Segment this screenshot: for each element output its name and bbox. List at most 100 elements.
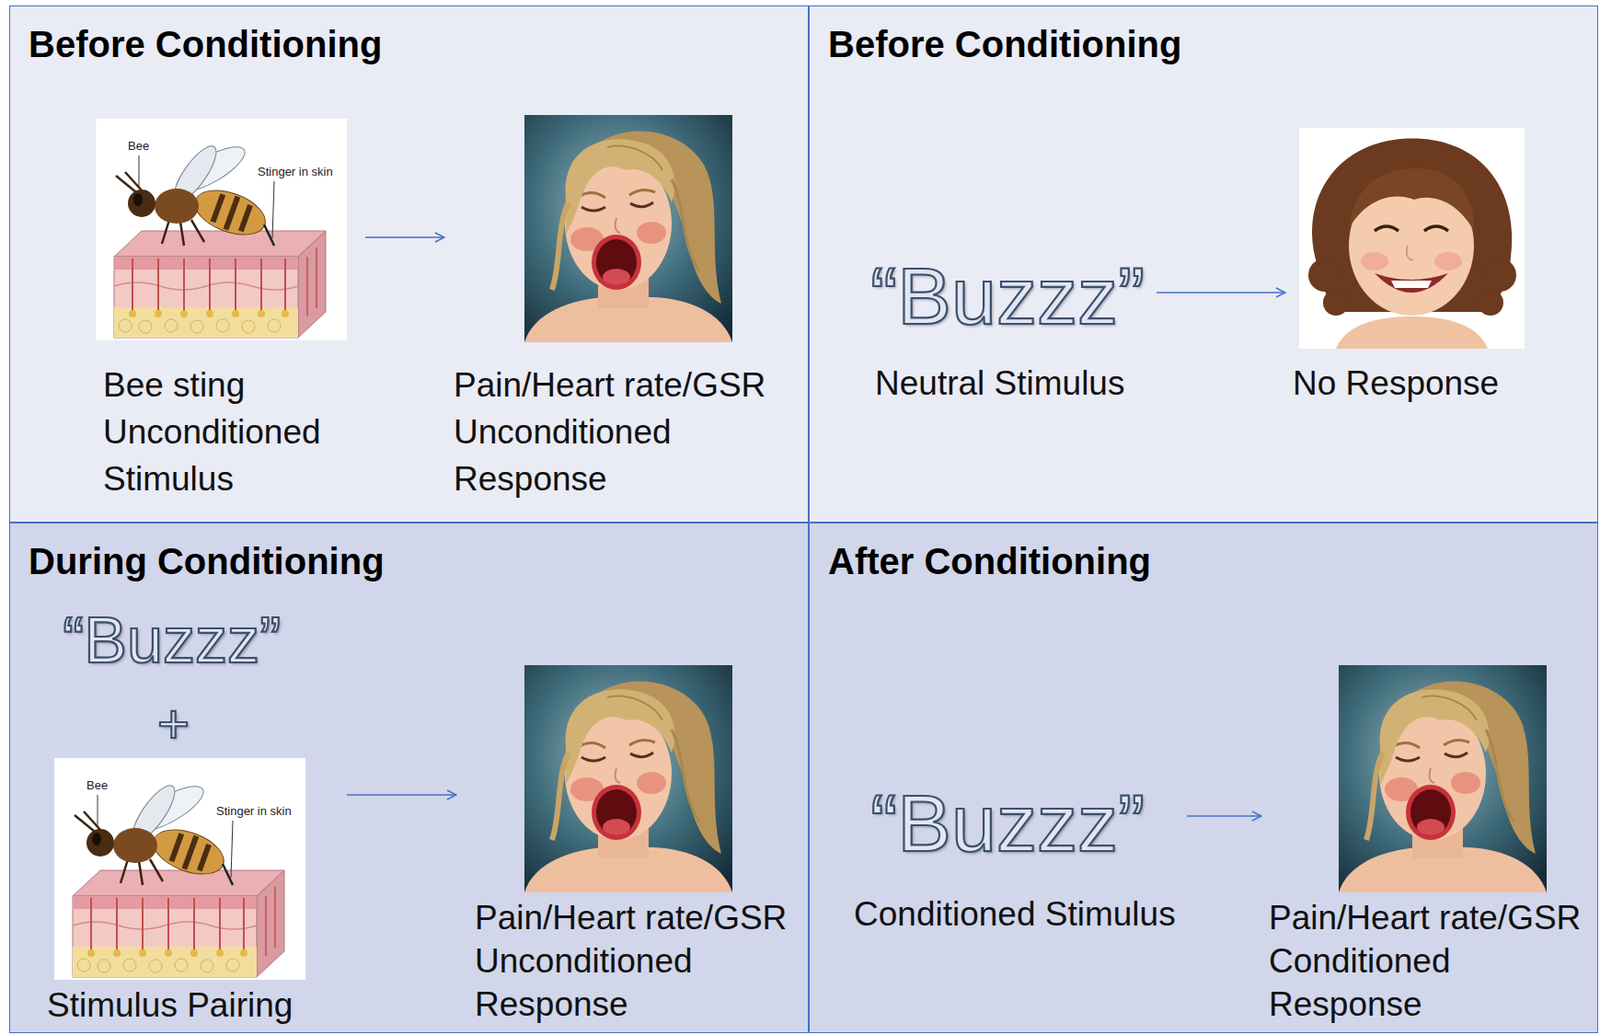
bee-sting-illustration-part bbox=[306, 256, 309, 317]
crying-child-picture-part bbox=[596, 239, 637, 286]
smiling-child-picture-part bbox=[1348, 168, 1474, 231]
bee-sting-illustration-part bbox=[315, 247, 318, 309]
bee-sting-illustration-part bbox=[164, 319, 178, 333]
bee-sting-illustration-part bbox=[133, 193, 143, 207]
crying-child-picture bbox=[524, 115, 733, 343]
conditioning-arrow bbox=[365, 236, 445, 239]
bee-sting-illustration-part bbox=[157, 258, 160, 312]
panel-ground-part bbox=[9, 5, 809, 523]
smiling-child-picture-part bbox=[1483, 258, 1517, 292]
bee-sting-illustration-part bbox=[131, 258, 134, 312]
bee-sting-illustration-part bbox=[184, 836, 196, 870]
crying-child-picture-part bbox=[1405, 784, 1456, 841]
buzz-sound: “Buzzz” bbox=[62, 608, 281, 673]
crying-child-picture-part bbox=[1443, 740, 1470, 746]
bee-sting-illustration-part bbox=[183, 258, 185, 312]
crying-child-picture-part bbox=[1444, 752, 1468, 758]
crying-child-picture-part bbox=[1338, 665, 1547, 893]
part-label: Bee bbox=[86, 778, 108, 793]
smiling-child-picture-part bbox=[1360, 252, 1389, 271]
bee-sting-illustration-part bbox=[74, 811, 163, 886]
bee-sting-illustration-part bbox=[149, 959, 162, 973]
response-box: Pain/Heart rate/GSR Conditioned Response bbox=[1268, 666, 1597, 1030]
response-caption: Pain/Heart rate/GSR Unconditioned Respon… bbox=[474, 896, 834, 1026]
bee-sting-illustration-part bbox=[188, 182, 272, 244]
smiling-child-picture-part bbox=[1391, 280, 1432, 288]
bee-sting-illustration-part bbox=[113, 828, 158, 864]
crying-child-picture-part bbox=[636, 221, 667, 244]
crying-child-picture-part bbox=[1366, 752, 1383, 841]
bee-sting-illustration-part bbox=[154, 310, 162, 318]
bee-sting-illustration-part bbox=[218, 897, 221, 952]
bee-sting-illustration-part bbox=[147, 821, 231, 884]
stage-panel: During Conditioning“Buzzz”+Stimulus Pair… bbox=[9, 522, 809, 1034]
bee-sting-illustration-part bbox=[174, 958, 188, 972]
bee-sting-illustration-part bbox=[114, 230, 326, 257]
bee-sting-illustration-part bbox=[77, 958, 240, 973]
bee-sting-illustration-part bbox=[127, 189, 156, 218]
bee-sting-illustration-part bbox=[225, 196, 238, 231]
bee-sting-illustration-part bbox=[257, 310, 265, 318]
bee-sting-illustration-part bbox=[265, 886, 276, 956]
bee-sting-illustration-part bbox=[267, 319, 281, 333]
crying-child-picture-part bbox=[615, 218, 621, 233]
bee-sting-illustration-part bbox=[114, 307, 299, 338]
response-box: No Response bbox=[1292, 128, 1530, 411]
stage-panel: Before Conditioning“Buzzz”Neutral Stimul… bbox=[808, 5, 1599, 523]
crying-child-picture-part bbox=[636, 771, 667, 795]
crying-child-picture-part bbox=[591, 234, 642, 290]
bee-sting-illustration-part bbox=[118, 319, 132, 333]
crying-child-picture-part bbox=[552, 202, 569, 290]
bee-sting-illustration-part bbox=[114, 282, 299, 290]
crying-child-picture-part bbox=[630, 752, 654, 758]
bee-sting-illustration-part bbox=[118, 319, 281, 334]
smiling-child-picture-part bbox=[1424, 226, 1449, 231]
bee-sting-illustration-part bbox=[128, 310, 137, 318]
bee-sting-illustration-part bbox=[231, 310, 240, 318]
smiling-child-picture-part bbox=[1374, 226, 1399, 231]
bee-sting-illustration-part bbox=[147, 821, 231, 884]
bee-sting-illustration-part bbox=[206, 310, 214, 318]
bee-sting-illustration-part bbox=[114, 256, 299, 338]
bee-sting-illustration-part bbox=[123, 958, 137, 972]
bee-sting-illustration-part bbox=[264, 896, 267, 956]
conditioning-arrow bbox=[1186, 815, 1262, 818]
smiling-child-picture-part bbox=[1299, 127, 1525, 349]
smiling-child-picture-part bbox=[1477, 289, 1504, 316]
smiling-child-picture-part bbox=[1323, 289, 1349, 316]
bee-sting-illustration-part bbox=[128, 310, 289, 318]
bee-sting-illustration-part bbox=[72, 946, 257, 978]
pairing-box: “Buzzz”+Stimulus Pairing bbox=[46, 608, 311, 1033]
bee-sting-illustration-part bbox=[115, 175, 137, 193]
smiling-child-picture-part bbox=[1335, 316, 1488, 349]
conditioning-arrow bbox=[346, 794, 457, 796]
bee-sting-illustration-part bbox=[170, 830, 210, 875]
smiling-child-picture bbox=[1299, 127, 1525, 349]
crying-child-picture-part bbox=[524, 115, 733, 343]
bee-sting-illustration-part bbox=[141, 897, 144, 952]
response-caption: Pain/Heart rate/GSR Unconditioned Respon… bbox=[453, 361, 813, 503]
bee-sting-illustration-part bbox=[72, 921, 257, 930]
bee-sting-illustration-part bbox=[256, 870, 285, 978]
bee-sting-illustration-part bbox=[91, 897, 244, 952]
bee-sting-illustration-part bbox=[87, 949, 95, 957]
stage-heading: Before Conditioning bbox=[28, 22, 382, 67]
bee-sting-illustration-part bbox=[86, 828, 115, 857]
bee-sting-illustration-part bbox=[307, 247, 317, 317]
bee-sting-illustration-part bbox=[211, 191, 252, 235]
bee-sting-illustration-part bbox=[208, 258, 211, 312]
crying-child-picture-part bbox=[602, 818, 631, 836]
bee-sting-illustration-part bbox=[216, 949, 224, 957]
bee-sting-illustration-part bbox=[180, 310, 188, 318]
crying-child-picture-part bbox=[1450, 771, 1481, 795]
bee-sting-illustration-part bbox=[199, 844, 209, 871]
bee-sting-illustration-part bbox=[90, 897, 93, 952]
bee-sting-illustration-part bbox=[240, 949, 248, 957]
crying-child-picture-part bbox=[1416, 818, 1445, 836]
bee-sting-illustration-part bbox=[74, 815, 95, 832]
crying-child-picture-part bbox=[1421, 696, 1477, 721]
crying-child-picture-part bbox=[565, 689, 676, 785]
bee-sting-illustration-part bbox=[114, 256, 299, 270]
